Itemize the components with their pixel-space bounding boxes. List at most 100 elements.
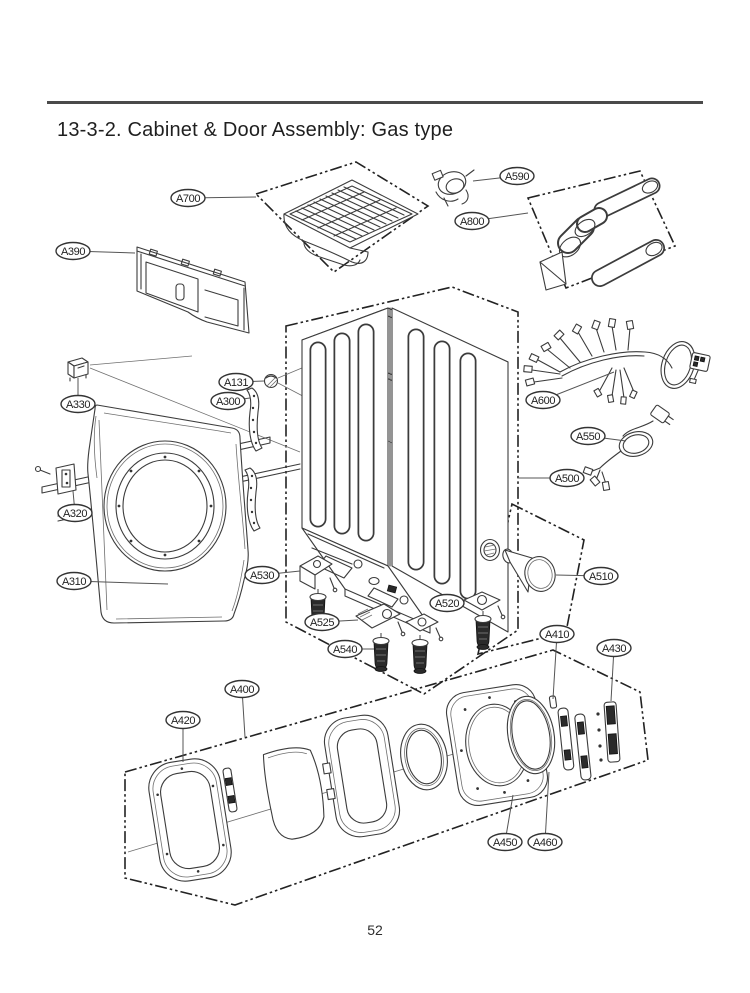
corner-bracket-a530 xyxy=(299,555,338,593)
power-cord-part xyxy=(582,404,674,492)
front-panel-part xyxy=(87,404,249,624)
door-phantom-box xyxy=(124,649,649,906)
callout-bubble xyxy=(570,426,606,446)
callout-bubble xyxy=(304,612,340,632)
callout-bubble xyxy=(244,565,280,585)
clamp-part xyxy=(431,169,475,207)
callout-a800: A800 xyxy=(454,211,529,231)
callout-label: A131 xyxy=(224,377,248,389)
callout-label: A410 xyxy=(545,629,569,641)
callout-a530: A530 xyxy=(244,565,301,585)
door-hinge-parts-a410 xyxy=(548,695,592,781)
door-hinge-pin-part xyxy=(222,767,238,813)
callout-a420: A420 xyxy=(165,710,201,762)
rack-phantom-box xyxy=(254,161,430,274)
page-number: 52 xyxy=(367,922,383,938)
door-outer-ring-a420 xyxy=(148,758,232,882)
callout-a320: A320 xyxy=(57,490,93,523)
callout-bubble xyxy=(583,566,619,586)
door-glass-part xyxy=(262,747,325,840)
callout-label: A590 xyxy=(505,171,529,183)
callout-bubble xyxy=(596,638,632,658)
door-latch-a430 xyxy=(596,701,621,763)
wire-harness-part xyxy=(523,317,711,405)
callout-leader-line xyxy=(552,633,558,700)
callout-label: A700 xyxy=(176,193,200,205)
leveling-feet-and-brackets xyxy=(299,555,506,675)
callout-a410: A410 xyxy=(539,624,575,700)
callout-label: A450 xyxy=(493,837,517,849)
callout-label: A420 xyxy=(171,715,195,727)
callout-bubble xyxy=(429,593,465,613)
callout-a400: A400 xyxy=(224,679,260,738)
callout-a525: A525 xyxy=(304,612,359,632)
hinge-bracket-parts xyxy=(244,387,263,532)
callout-a540: A540 xyxy=(327,639,374,659)
callout-leader-line xyxy=(544,771,550,843)
callout-label: A525 xyxy=(310,617,334,629)
callout-bubble xyxy=(210,391,246,411)
cabinet-phantom-box xyxy=(285,286,519,695)
callout-bubble xyxy=(170,188,206,208)
callout-a330: A330 xyxy=(60,378,96,414)
callout-bubble xyxy=(60,394,96,414)
callout-a450: A450 xyxy=(487,794,523,852)
callout-a310: A310 xyxy=(56,571,169,591)
callout-a430: A430 xyxy=(596,638,632,702)
callout-label: A600 xyxy=(531,395,555,407)
switch-block-part xyxy=(67,357,89,382)
callout-a500: A500 xyxy=(518,468,585,488)
callout-label: A320 xyxy=(63,508,87,520)
callout-bubble xyxy=(539,624,575,644)
callout-a510: A510 xyxy=(555,566,619,586)
callout-bubble xyxy=(327,639,363,659)
callout-label: A310 xyxy=(62,576,86,588)
callout-label: A300 xyxy=(216,396,240,408)
callout-bubble xyxy=(57,503,93,523)
callout-label: A390 xyxy=(61,246,85,258)
callout-label: A510 xyxy=(589,571,613,583)
base-bracket-a520 xyxy=(463,591,506,620)
callout-label: A800 xyxy=(460,216,484,228)
door-glass-ring-part xyxy=(400,723,448,791)
callout-label: A550 xyxy=(576,431,600,443)
callout-bubble xyxy=(55,241,91,261)
callout-label: A500 xyxy=(555,473,579,485)
callout-a300: A300 xyxy=(210,391,251,411)
callout-bubble xyxy=(224,679,260,699)
duct-kit-part xyxy=(539,177,665,291)
door-ring-a460 xyxy=(506,695,556,775)
callout-bubble xyxy=(549,468,585,488)
door-assembly-parts xyxy=(148,683,621,882)
callout-bubble xyxy=(218,372,254,392)
section-title: 13-3-2. Cabinet & Door Assembly: Gas typ… xyxy=(57,119,454,141)
outlet-duct-part xyxy=(502,548,556,593)
callout-a131: A131 xyxy=(218,372,265,392)
callout-a460: A460 xyxy=(527,771,563,852)
callout-label: A520 xyxy=(435,598,459,610)
callout-bubble xyxy=(487,832,523,852)
callout-bubble xyxy=(499,166,535,186)
callout-a390: A390 xyxy=(55,241,136,261)
callout-bubble xyxy=(527,832,563,852)
callout-a550: A550 xyxy=(570,426,627,446)
callout-label: A330 xyxy=(66,399,90,411)
header-rule xyxy=(47,101,703,104)
callout-label: A540 xyxy=(333,644,357,656)
drying-rack-part xyxy=(283,179,419,267)
callout-a590: A590 xyxy=(472,166,535,186)
door-inner-frame-part xyxy=(322,714,401,838)
callout-a700: A700 xyxy=(170,188,257,208)
top-frame-part xyxy=(136,246,250,334)
callout-a520: A520 xyxy=(429,593,466,613)
base-bracket-a525 xyxy=(355,603,406,637)
callout-bubble xyxy=(56,571,92,591)
callout-bubble xyxy=(165,710,201,730)
callout-label: A400 xyxy=(230,684,254,696)
cabinet-body-part xyxy=(301,307,509,634)
callout-label: A460 xyxy=(533,837,557,849)
callout-label: A430 xyxy=(602,643,626,655)
